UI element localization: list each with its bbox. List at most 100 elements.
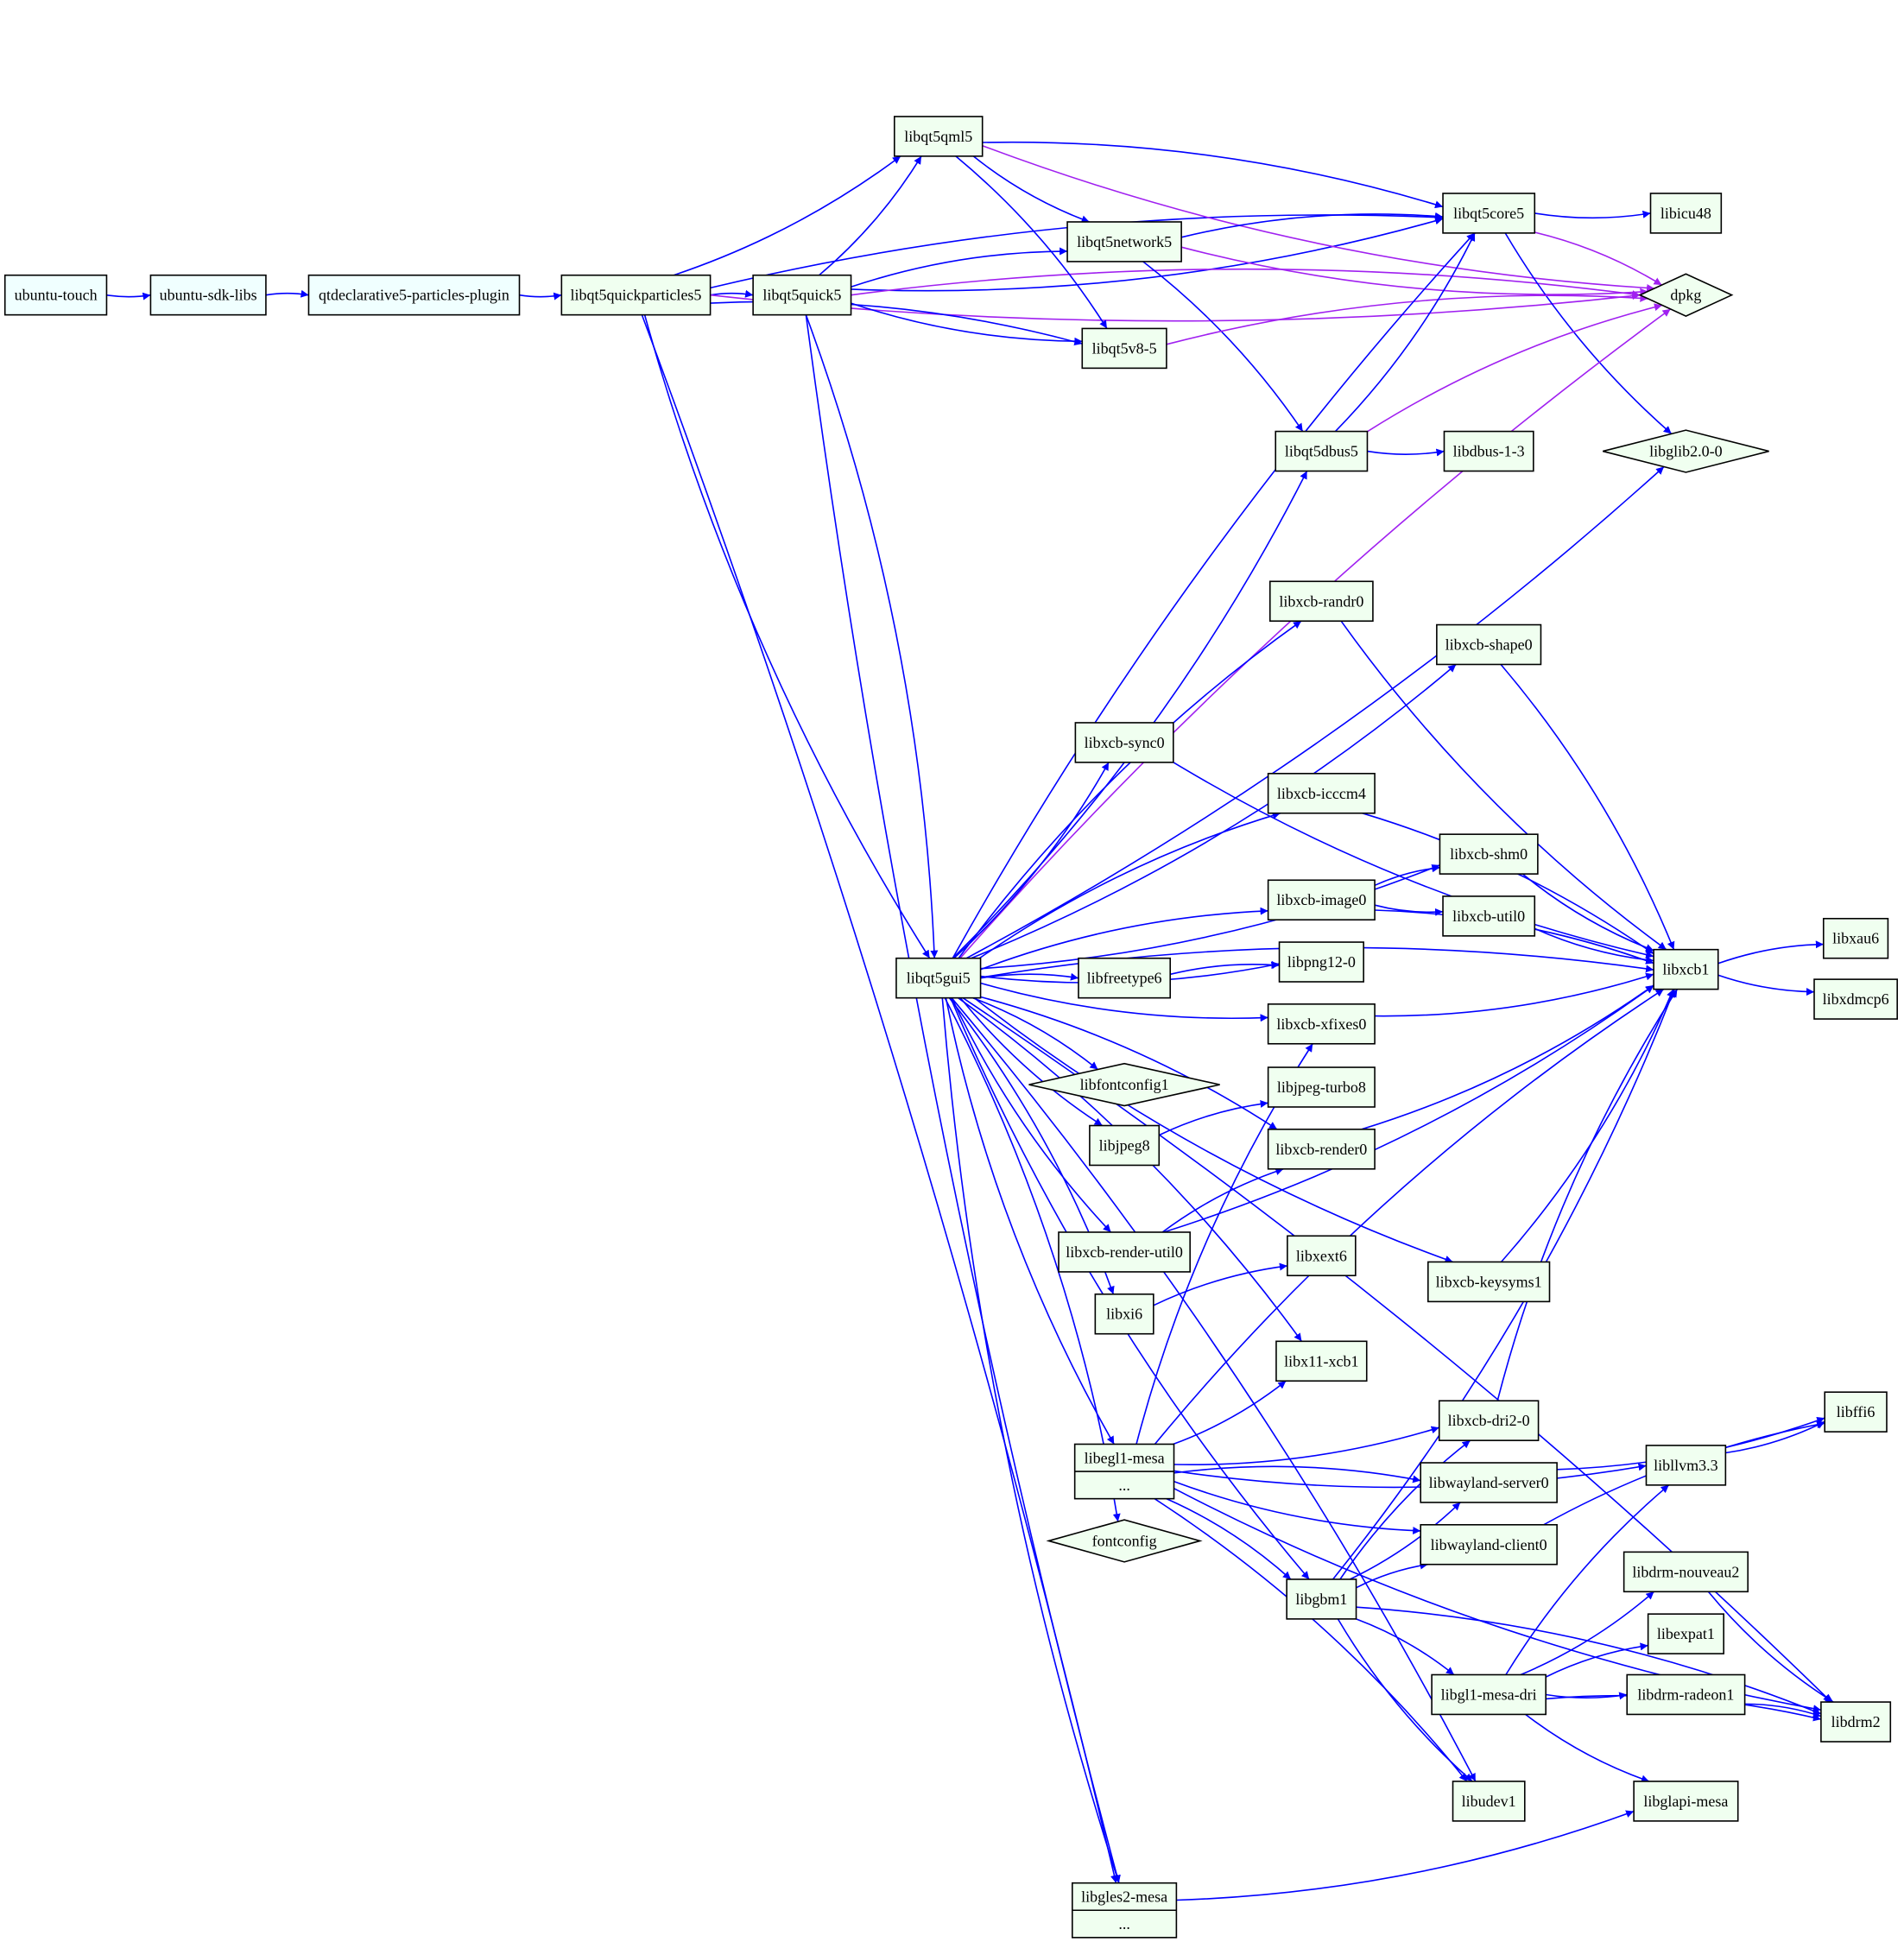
- node-libegl1-mesa[interactable]: libegl1-mesa...: [1073, 1443, 1175, 1500]
- node-libqt5gui5[interactable]: libqt5gui5: [895, 957, 982, 999]
- node-libqt5core5[interactable]: libqt5core5: [1442, 193, 1536, 234]
- node-label-libpng12-0: libpng12-0: [1287, 953, 1356, 971]
- node-libxcb-sync0[interactable]: libxcb-sync0: [1074, 722, 1174, 763]
- node-libxcb-randr0[interactable]: libxcb-randr0: [1268, 580, 1374, 623]
- node-shape-libxcb-image0: [1267, 879, 1376, 921]
- node-libudev1[interactable]: libudev1: [1452, 1781, 1526, 1822]
- node-libpng12-0[interactable]: libpng12-0: [1278, 941, 1364, 983]
- node-libfontconfig1[interactable]: libfontconfig1: [1028, 1062, 1220, 1107]
- node-libqt5network5[interactable]: libqt5network5: [1066, 221, 1182, 263]
- node-label-libwayland-server0: libwayland-server0: [1429, 1474, 1549, 1491]
- node-shape-libxext6: [1287, 1235, 1357, 1277]
- node-label-libffi6: libffi6: [1837, 1403, 1876, 1420]
- node-label-libxcb-keysyms1: libxcb-keysyms1: [1436, 1273, 1542, 1290]
- node-libxcb-util0[interactable]: libxcb-util0: [1442, 895, 1536, 937]
- node-libqt5dbus5[interactable]: libqt5dbus5: [1275, 430, 1369, 472]
- node-libxcb-xfixes0[interactable]: libxcb-xfixes0: [1267, 1003, 1376, 1045]
- node-libgl1-mesa-dri[interactable]: libgl1-mesa-dri: [1431, 1673, 1547, 1716]
- node-libwayland-server0[interactable]: libwayland-server0: [1420, 1462, 1558, 1503]
- edge-libegl1-mesa-to-libudev1: [1154, 1497, 1468, 1782]
- node-libexpat1[interactable]: libexpat1: [1647, 1613, 1725, 1654]
- edge-libgl1-mesa-dri-to-libglapi-mesa: [1525, 1713, 1650, 1783]
- node-label-libqt5qml5: libqt5qml5: [904, 128, 972, 145]
- edges-layer: [106, 141, 1834, 1901]
- node-shape-libqt5quickparticles5: [560, 274, 712, 316]
- edge-ubuntu-sdk-libs-to-qtdeclarative5-particles-plugin: [265, 289, 309, 298]
- node-libglapi-mesa[interactable]: libglapi-mesa: [1633, 1781, 1739, 1822]
- node-dpkg[interactable]: dpkg: [1638, 273, 1734, 317]
- edge-libqt5gui5-to-libjpeg8: [959, 997, 1104, 1127]
- edge-libqt5network5-to-libqt5dbus5: [1142, 261, 1304, 433]
- node-libxau6[interactable]: libxau6: [1822, 917, 1889, 959]
- node-libgbm1[interactable]: libgbm1: [1286, 1578, 1357, 1620]
- edge-libxcb-util0-to-libxcb1: [1534, 927, 1654, 965]
- node-libxcb-render0[interactable]: libxcb-render0: [1267, 1129, 1376, 1170]
- node-libfreetype6[interactable]: libfreetype6: [1078, 957, 1172, 999]
- node-libx11-xcb1[interactable]: libx11-xcb1: [1275, 1340, 1368, 1382]
- node-libglib2.0-0[interactable]: libglib2.0-0: [1603, 429, 1769, 473]
- edge-libegl1-mesa-to-libxcb1: [1154, 988, 1665, 1445]
- edge-libqt5core5-to-dpkg: [1534, 231, 1662, 286]
- node-label-libdbus-1-3: libdbus-1-3: [1453, 443, 1525, 460]
- edge-libjpeg8-to-libjpeg-turbo8: [1158, 1099, 1268, 1136]
- edge-ubuntu-touch-to-ubuntu-sdk-libs: [106, 292, 151, 300]
- node-libicu48[interactable]: libicu48: [1649, 193, 1723, 234]
- node-libdrm-radeon1[interactable]: libdrm-radeon1: [1626, 1673, 1746, 1716]
- edge-libqt5quick5-to-libqt5gui5: [805, 314, 939, 958]
- node-shape-libdrm-nouveau2: [1623, 1551, 1749, 1593]
- edge-libqt5gui5-to-libxcb-xfixes0: [980, 982, 1268, 1022]
- node-libqt5quick5[interactable]: libqt5quick5: [752, 274, 852, 316]
- node-label-fontconfig: fontconfig: [1092, 1532, 1157, 1549]
- node-ubuntu-sdk-libs[interactable]: ubuntu-sdk-libs: [149, 274, 267, 316]
- node-libdrm-nouveau2[interactable]: libdrm-nouveau2: [1623, 1551, 1749, 1593]
- node-libxdmcp6[interactable]: libxdmcp6: [1813, 978, 1898, 1020]
- node-label-libqt5gui5: libqt5gui5: [907, 970, 971, 987]
- node-libgles2-mesa[interactable]: libgles2-mesa...: [1071, 1882, 1178, 1939]
- node-libjpeg-turbo8[interactable]: libjpeg-turbo8: [1267, 1066, 1376, 1108]
- edge-libqt5gui5-to-libqt5core5: [952, 232, 1476, 959]
- edge-libxcb-sync0-to-libxcb1: [1173, 762, 1654, 958]
- node-shape-libudev1: [1452, 1781, 1526, 1822]
- node-label-libqt5v8-5: libqt5v8-5: [1092, 339, 1157, 357]
- node-libxcb-shape0[interactable]: libxcb-shape0: [1436, 623, 1542, 666]
- edge-libxcb-keysyms1-to-libxcb1: [1500, 989, 1674, 1262]
- node-libxcb1[interactable]: libxcb1: [1653, 948, 1719, 990]
- node-shape-libwayland-client0: [1420, 1523, 1558, 1566]
- node-label-libqt5quickparticles5: libqt5quickparticles5: [570, 287, 701, 304]
- node-shape-libglib2.0-0: [1603, 429, 1769, 473]
- node-libllvm3.3[interactable]: libllvm3.3: [1645, 1445, 1727, 1486]
- node-shape-libxcb-sync0: [1074, 722, 1174, 763]
- edge-libqt5qml5-to-libqt5network5: [972, 155, 1090, 224]
- node-libxcb-render-util0[interactable]: libxcb-render-util0: [1058, 1231, 1191, 1273]
- node-libxcb-icccm4[interactable]: libxcb-icccm4: [1267, 773, 1376, 814]
- node-libdrm2[interactable]: libdrm2: [1820, 1701, 1892, 1743]
- edge-libqt5quick5-to-libqt5network5: [851, 247, 1068, 288]
- node-libdbus-1-3[interactable]: libdbus-1-3: [1443, 430, 1534, 472]
- node-libqt5quickparticles5[interactable]: libqt5quickparticles5: [560, 274, 712, 316]
- node-label-libqt5core5: libqt5core5: [1453, 205, 1524, 222]
- node-fontconfig[interactable]: fontconfig: [1046, 1519, 1203, 1563]
- node-libxcb-dri2-0[interactable]: libxcb-dri2-0: [1438, 1400, 1540, 1441]
- edge-libqt5gui5-to-libxcb-keysyms1: [973, 997, 1453, 1263]
- node-libffi6[interactable]: libffi6: [1824, 1391, 1888, 1433]
- node-shape-libfontconfig1: [1028, 1062, 1220, 1107]
- node-libwayland-client0[interactable]: libwayland-client0: [1420, 1523, 1558, 1566]
- node-libxcb-image0[interactable]: libxcb-image0: [1267, 879, 1376, 921]
- node-libjpeg8[interactable]: libjpeg8: [1089, 1124, 1161, 1167]
- edge-libgl1-mesa-dri-to-libllvm3.3: [1505, 1484, 1670, 1675]
- node-qtdeclarative5-particles-plugin[interactable]: qtdeclarative5-particles-plugin: [307, 274, 521, 316]
- node-libxext6[interactable]: libxext6: [1287, 1235, 1357, 1277]
- node-shape-libgl1-mesa-dri: [1431, 1673, 1547, 1716]
- edge-libqt5gui5-to-libxcb-randr0: [958, 620, 1302, 959]
- node-libxcb-shm0[interactable]: libxcb-shm0: [1439, 833, 1539, 875]
- edge-libqt5gui5-to-libxcb-render0: [980, 996, 1278, 1130]
- node-libxcb-keysyms1[interactable]: libxcb-keysyms1: [1427, 1261, 1551, 1303]
- node-libxi6[interactable]: libxi6: [1094, 1293, 1154, 1335]
- node-libqt5v8-5[interactable]: libqt5v8-5: [1081, 327, 1167, 370]
- node-ubuntu-touch[interactable]: ubuntu-touch: [3, 274, 108, 316]
- edge-libgbm1-to-libwayland-client0: [1356, 1561, 1428, 1589]
- node-label-ubuntu-sdk-libs: ubuntu-sdk-libs: [160, 287, 257, 304]
- node-label-libxau6: libxau6: [1832, 930, 1879, 947]
- node-libqt5qml5[interactable]: libqt5qml5: [893, 116, 984, 157]
